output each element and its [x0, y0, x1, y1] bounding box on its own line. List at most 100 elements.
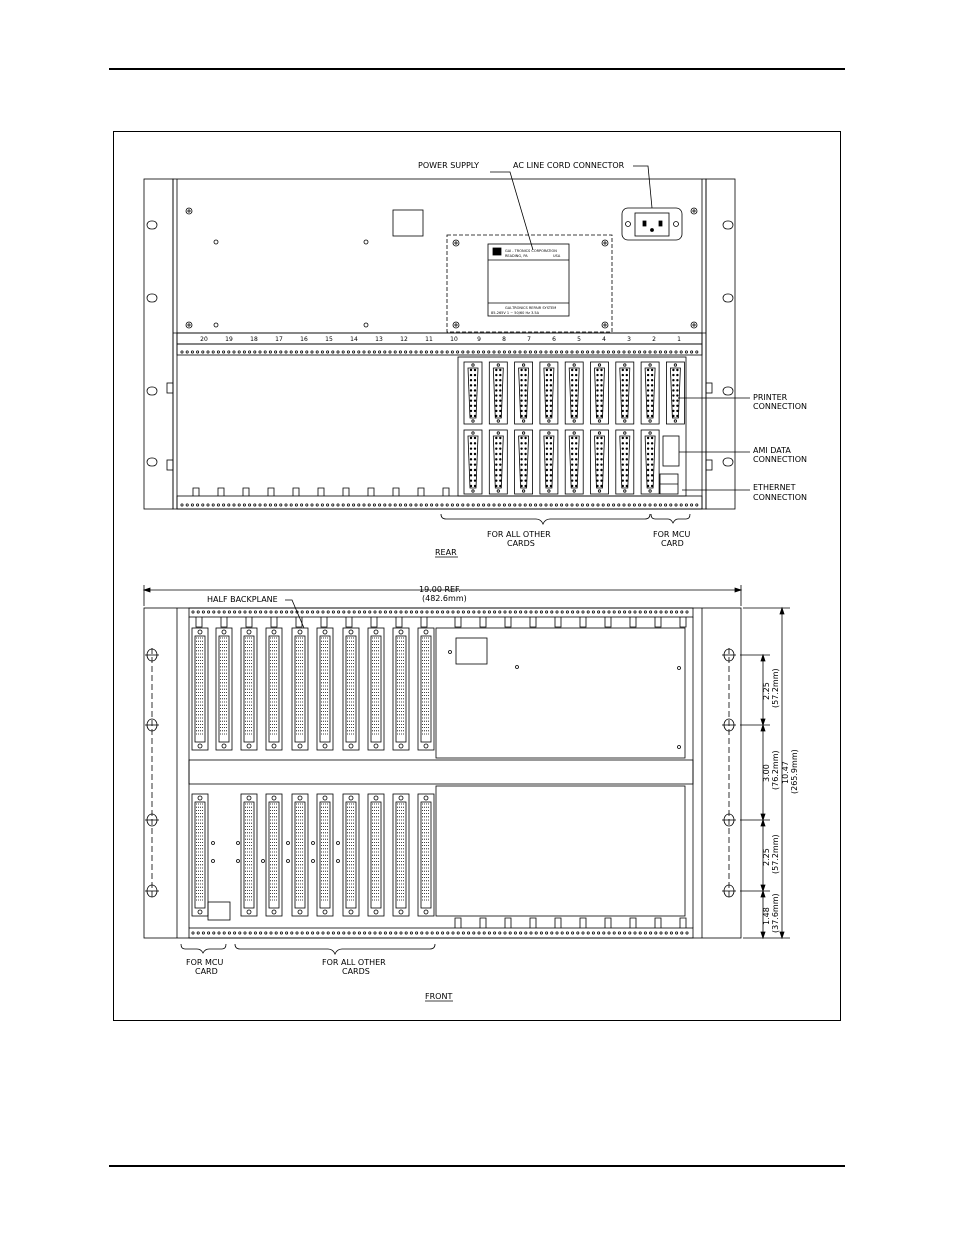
rack-ear-slot — [722, 457, 734, 467]
slot-number: 15 — [325, 336, 333, 343]
footer-rule — [109, 1165, 845, 1167]
ethernet-label-2: CONNECTION — [753, 493, 807, 502]
rear-mcu-brace — [650, 513, 691, 524]
card-guide — [654, 617, 662, 628]
card-connector — [342, 793, 360, 917]
mount-hole — [211, 841, 215, 845]
header-rule — [109, 68, 845, 70]
card-guide — [245, 617, 253, 628]
card-guide — [629, 917, 637, 928]
rack-ear-slot — [722, 220, 734, 230]
card-guide — [529, 917, 537, 928]
card-guide — [679, 617, 687, 628]
front-top-rail — [188, 607, 694, 618]
ami-data-port — [662, 435, 680, 467]
card-guide — [504, 617, 512, 628]
slot-number: 10 — [450, 336, 458, 343]
db-connector — [514, 429, 533, 495]
front-center-divider — [188, 759, 694, 785]
slot-number: 18 — [250, 336, 258, 343]
mount-hole — [213, 239, 219, 245]
card-connector — [367, 793, 385, 917]
dim-2: 3.00 — [762, 764, 771, 782]
slot-number: 1 — [677, 336, 681, 343]
slot-number: 12 — [400, 336, 408, 343]
mount-hole — [286, 859, 290, 863]
ami-label-2: CONNECTION — [753, 455, 807, 464]
ac-connector-leader — [633, 165, 653, 209]
nameplate-line4: GAI-TRONICS REPAIR SYSTEM — [505, 306, 556, 310]
front-view: 19.00 REF. (482.6mm) 2.25 (57.2mm) 3.00 … — [142, 585, 799, 1002]
mount-hole — [363, 322, 369, 328]
card-connector — [265, 627, 283, 751]
dim-2-mm: (76.2mm) — [771, 750, 780, 790]
power-supply-outline — [446, 234, 613, 333]
db-connector — [564, 361, 584, 425]
card-guide — [395, 617, 403, 628]
mcu-ethernet-box — [207, 901, 231, 921]
card-guide — [242, 487, 250, 496]
dim-1-mm: (57.2mm) — [771, 668, 780, 708]
front-other-brace — [234, 943, 436, 956]
width-dimension-mm: (482.6mm) — [422, 594, 467, 603]
card-guide — [192, 487, 200, 496]
card-connector — [417, 793, 435, 917]
rail-bracket — [166, 382, 174, 394]
card-guide — [679, 917, 687, 928]
front-mcu-brace — [180, 943, 227, 954]
card-connector — [392, 627, 410, 751]
front-mcu-label-1: FOR MCU — [186, 958, 223, 967]
screw-icon — [601, 321, 609, 329]
card-guide — [654, 917, 662, 928]
dim-1: 2.25 — [762, 682, 771, 700]
power-supply-leader — [490, 171, 534, 251]
slot-number: 20 — [200, 336, 208, 343]
card-guide — [267, 487, 275, 496]
slot-number: 11 — [425, 336, 433, 343]
lower-empty-panel — [435, 785, 686, 917]
db-connector — [640, 429, 660, 495]
mount-hole — [236, 841, 240, 845]
slot-number: 7 — [527, 336, 531, 343]
card-guide — [345, 617, 353, 628]
mount-hole — [213, 322, 219, 328]
rear-other-label-2: CARDS — [507, 539, 535, 548]
dim-4-mm: (37.6mm) — [771, 893, 780, 933]
card-guide — [367, 487, 375, 496]
screw-icon — [185, 321, 193, 329]
screw-icon — [690, 207, 698, 215]
dim-3-mm: (57.2mm) — [771, 834, 780, 874]
slot-number: 14 — [350, 336, 358, 343]
dim-4: 1.48 — [762, 907, 771, 925]
card-connector — [240, 627, 258, 751]
db-connector — [615, 429, 635, 495]
nameplate-line3: USA — [553, 254, 561, 258]
mount-hole — [363, 239, 369, 245]
card-connector — [191, 793, 209, 917]
power-supply-label: POWER SUPPLY — [418, 161, 479, 170]
card-guide — [454, 917, 462, 928]
card-guide — [579, 917, 587, 928]
card-guide — [195, 617, 203, 628]
slot-number: 6 — [552, 336, 556, 343]
db-connector — [488, 429, 508, 495]
screw-icon — [452, 321, 460, 329]
rear-other-brace — [440, 513, 651, 526]
rail-bracket — [166, 459, 174, 471]
front-view-title: FRONT — [425, 992, 452, 1001]
db-connector — [564, 429, 584, 495]
front-other-label-2: CARDS — [342, 967, 370, 976]
gai-tronics-logo — [492, 247, 502, 256]
rear-label-plate — [392, 209, 424, 237]
db-connector — [539, 361, 559, 425]
slot-number: 5 — [577, 336, 581, 343]
card-guide — [479, 917, 487, 928]
card-connector — [367, 627, 385, 751]
card-connector — [417, 627, 435, 751]
screw-icon — [601, 239, 609, 247]
card-guide — [320, 617, 328, 628]
front-chassis — [143, 607, 742, 939]
card-guide — [604, 617, 612, 628]
screw-icon — [690, 321, 698, 329]
card-connector — [291, 627, 309, 751]
